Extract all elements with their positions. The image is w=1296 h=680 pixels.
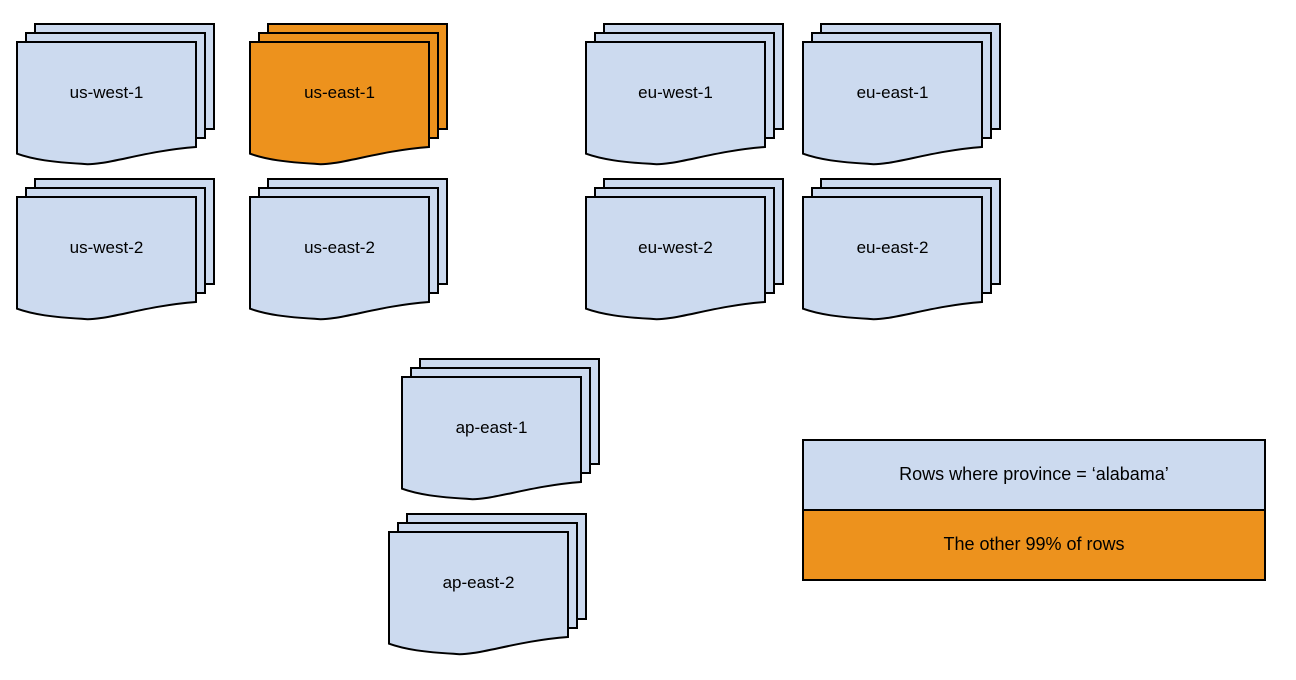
region-node-label: us-west-2 bbox=[70, 238, 144, 257]
legend-swatch bbox=[802, 439, 1266, 511]
region-node-eu-east-1[interactable]: eu-east-1 bbox=[802, 23, 1001, 166]
legend-label: The other 99% of rows bbox=[943, 534, 1124, 554]
legend-row-1: Rows where province = ‘alabama’ bbox=[802, 439, 1266, 511]
region-node-front-sheet bbox=[585, 41, 766, 166]
region-node-label: eu-east-1 bbox=[857, 83, 929, 102]
region-node-front-sheet bbox=[388, 531, 569, 656]
region-node-us-west-2[interactable]: us-west-2 bbox=[16, 178, 215, 321]
region-node-front-sheet bbox=[802, 196, 983, 321]
region-node-label: us-east-1 bbox=[304, 83, 375, 102]
region-node-front-sheet bbox=[401, 376, 582, 501]
legend-row-2: The other 99% of rows bbox=[802, 509, 1266, 581]
region-node-eu-east-2[interactable]: eu-east-2 bbox=[802, 178, 1001, 321]
legend-group: Rows where province = ‘alabama’ The other… bbox=[802, 439, 1266, 581]
region-node-ap-east-2[interactable]: ap-east-2 bbox=[388, 513, 587, 656]
region-nodes-group: us-west-1 us-west-2 us-east-1 us-east-2 eu-w… bbox=[16, 23, 1001, 656]
region-node-label: eu-west-1 bbox=[638, 83, 713, 102]
region-node-label: eu-east-2 bbox=[857, 238, 929, 257]
region-node-eu-west-1[interactable]: eu-west-1 bbox=[585, 23, 784, 166]
region-node-front-sheet bbox=[249, 41, 430, 166]
region-node-label: us-west-1 bbox=[70, 83, 144, 102]
region-node-us-west-1[interactable]: us-west-1 bbox=[16, 23, 215, 166]
legend-label: Rows where province = ‘alabama’ bbox=[899, 464, 1169, 484]
region-node-front-sheet bbox=[16, 196, 197, 321]
region-node-front-sheet bbox=[585, 196, 766, 321]
legend-swatch bbox=[802, 509, 1266, 581]
region-node-us-east-2[interactable]: us-east-2 bbox=[249, 178, 448, 321]
region-node-label: ap-east-1 bbox=[456, 418, 528, 437]
region-node-front-sheet bbox=[16, 41, 197, 166]
region-node-front-sheet bbox=[802, 41, 983, 166]
region-node-label: us-east-2 bbox=[304, 238, 375, 257]
region-node-label: ap-east-2 bbox=[443, 573, 515, 592]
region-node-front-sheet bbox=[249, 196, 430, 321]
region-node-us-east-1[interactable]: us-east-1 bbox=[249, 23, 448, 166]
region-node-eu-west-2[interactable]: eu-west-2 bbox=[585, 178, 784, 321]
region-node-label: eu-west-2 bbox=[638, 238, 713, 257]
region-node-ap-east-1[interactable]: ap-east-1 bbox=[401, 358, 600, 501]
